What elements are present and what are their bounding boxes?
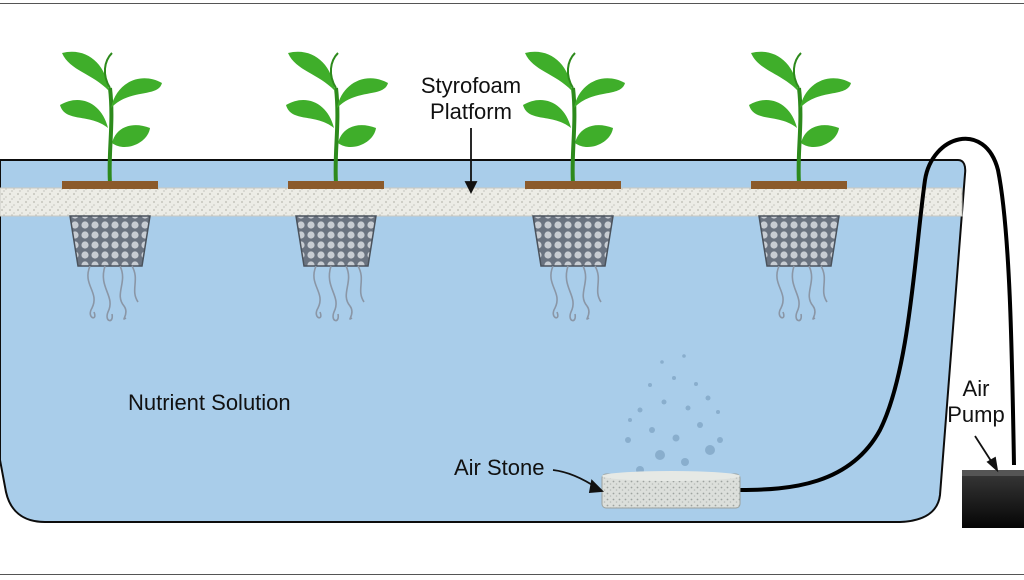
- roots: [776, 265, 828, 322]
- soil-cup: [525, 181, 621, 189]
- air-stone-icon: [601, 471, 741, 509]
- air-pump-label: Air Pump: [936, 376, 1016, 429]
- air-tubing: [739, 136, 1016, 492]
- top-border: [0, 3, 1024, 4]
- soil-cup: [751, 181, 847, 189]
- pump-label-line2: Pump: [947, 402, 1005, 428]
- styrofoam-platform-label: Styrofoam Platform: [405, 73, 537, 126]
- plant-site-3: [521, 49, 627, 322]
- plant-site-2: [284, 49, 390, 322]
- soil-cup: [288, 181, 384, 189]
- net-pot-icon: [295, 215, 377, 267]
- platform-label-line2: Platform: [430, 99, 512, 125]
- roots: [313, 265, 365, 322]
- pump-arrow: [974, 435, 994, 465]
- pump-arrowhead: [986, 456, 999, 473]
- roots: [550, 265, 602, 322]
- air-pump-icon: [962, 470, 1024, 528]
- callout-arrows: [464, 128, 999, 493]
- air-stone-label: Air Stone: [454, 455, 545, 480]
- roots: [87, 265, 139, 322]
- nutrient-solution-label: Nutrient Solution: [128, 390, 291, 415]
- pump-label-line1: Air: [962, 376, 990, 401]
- bottom-border: [0, 574, 1024, 575]
- platform-arrowhead: [464, 181, 478, 195]
- net-pot-icon: [69, 215, 151, 267]
- plant-site-1: [58, 49, 164, 322]
- styrofoam-platform: [0, 187, 963, 217]
- nutrient-tank: [0, 159, 967, 523]
- net-pot-icon: [758, 215, 840, 267]
- platform-label-line1: Styrofoam: [420, 73, 522, 98]
- air-stone-arrowhead: [588, 479, 605, 493]
- net-pot-icon: [532, 215, 614, 267]
- plant-site-4: [747, 49, 853, 322]
- soil-cup: [62, 181, 158, 189]
